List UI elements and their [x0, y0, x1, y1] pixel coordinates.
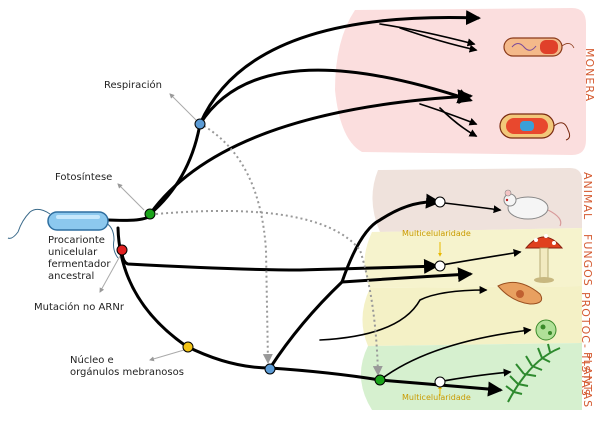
bacterium-icon-2 — [499, 113, 571, 141]
mushroom-icon — [524, 234, 564, 283]
algae-icon — [535, 319, 557, 341]
chloroplast-transfer-arrow — [155, 209, 383, 376]
mutacion-pointer — [99, 255, 121, 293]
kingdom-fungos-label: FUNGOS — [581, 234, 594, 287]
multicellularity-fungi-label: Multicelularidade — [402, 229, 471, 238]
mouse-icon — [503, 189, 562, 227]
ancestor-flagellum-right — [103, 221, 119, 259]
plant-multicellularity-node — [434, 376, 446, 388]
fungos-region — [364, 228, 582, 288]
animal-multicellularity-node — [434, 196, 446, 208]
nucleo-label-1: Núcleo e — [70, 355, 114, 366]
protist-icon — [497, 281, 543, 305]
respiration-node — [194, 118, 206, 130]
fern-icon — [505, 343, 561, 403]
mutacion-label: Mutación no ARNr — [34, 302, 124, 313]
photosynthesis-node — [144, 208, 156, 220]
ancestor-line-1: Procarionte — [48, 235, 105, 246]
nucleo-label-2: orgánulos mebranosos — [70, 367, 184, 378]
nucleus-node — [182, 341, 194, 353]
fotosintese-label: Fotosíntese — [55, 172, 113, 183]
kingdom-animal-label: ANIMAL — [581, 172, 594, 221]
respiracion-label: Respiración — [104, 80, 162, 91]
mutation-node — [116, 244, 128, 256]
ancestor-cell-icon — [47, 211, 109, 231]
chloroplast-acquisition-node — [374, 374, 386, 386]
kingdom-plantas-label: PLANTAS — [581, 352, 594, 409]
nucleo-pointer — [149, 349, 185, 362]
mitochondria-transfer-arrow — [203, 125, 273, 364]
bacterium-icon — [503, 37, 575, 57]
animal-region — [372, 168, 582, 232]
fotosintese-pointer — [117, 183, 145, 211]
respiracion-pointer — [169, 93, 197, 121]
ancestor-line-4: ancestral — [48, 271, 95, 282]
kingdom-monera-label: MONERA — [583, 48, 596, 103]
mitochondria-acquisition-node — [264, 363, 276, 375]
ancestor-line-2: unicelular — [48, 247, 98, 258]
ancestor-line-3: fermentador — [48, 259, 111, 270]
ancestor-flagellum-left — [7, 208, 51, 239]
multicellularity-plants-label: Multicelularidade — [402, 393, 471, 402]
fungi-multicellularity-node — [434, 260, 446, 272]
